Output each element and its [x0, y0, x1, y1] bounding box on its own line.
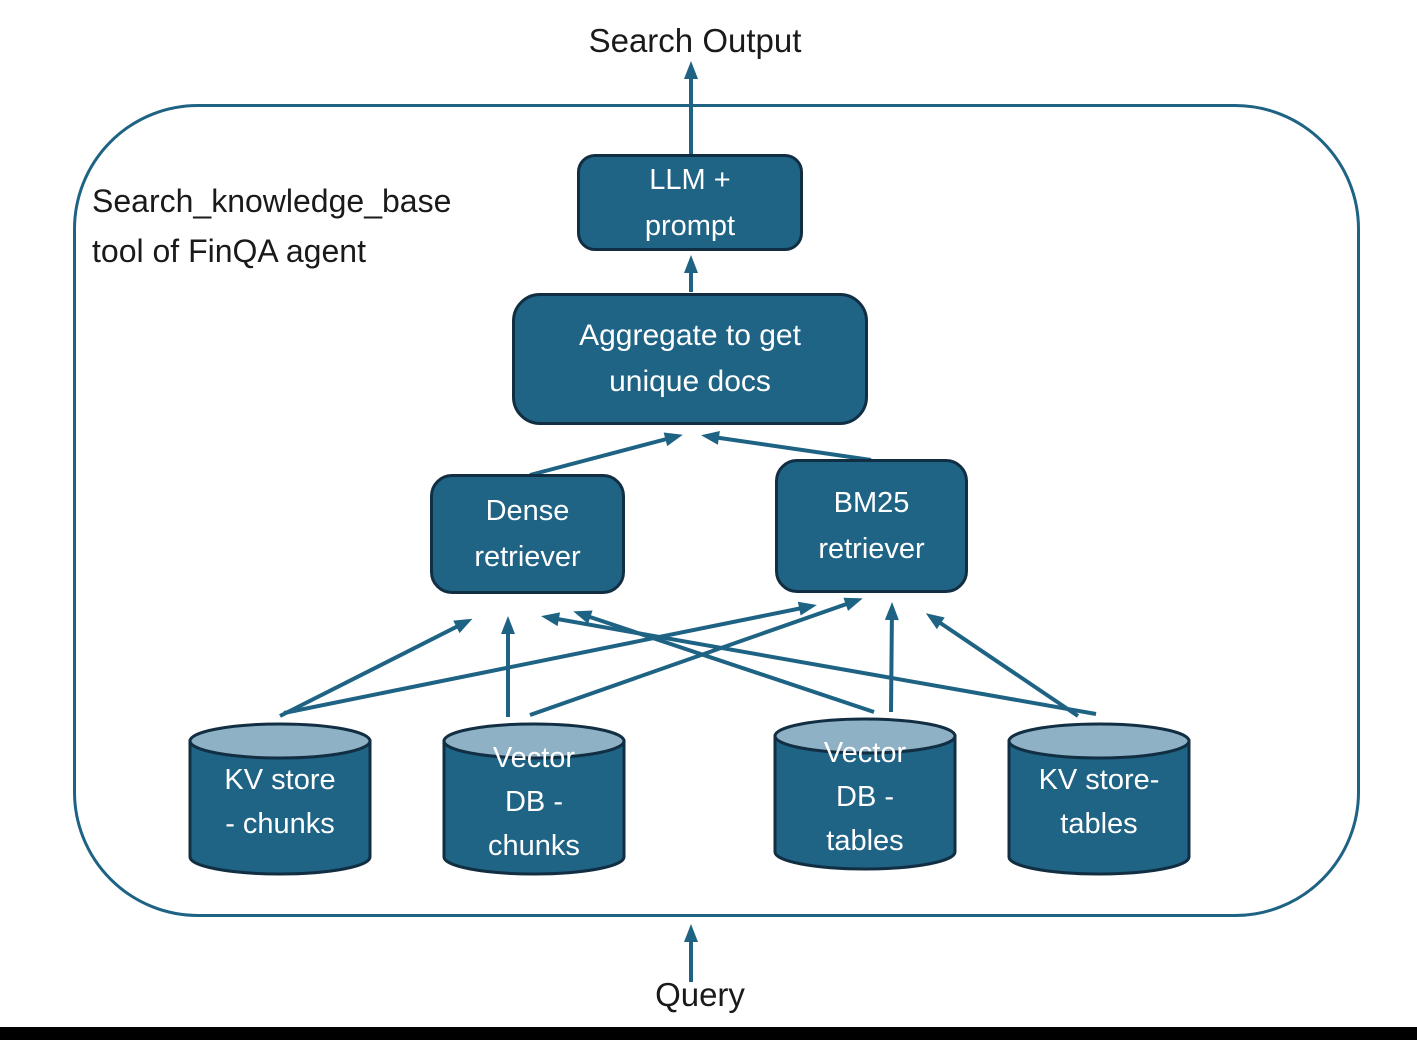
node-bm25-retriever: BM25 retriever	[775, 459, 968, 593]
datastore-label: Vector DB - tables	[823, 737, 907, 857]
database-cylinder-icon	[188, 722, 372, 876]
datastore-kv-store-chunks: KV store - chunks	[187, 721, 373, 877]
datastore-vector-db-tables: Vector DB - tables	[772, 716, 958, 872]
tool-boundary-box	[73, 104, 1360, 917]
datastore-label: KV store- tables	[1038, 764, 1160, 840]
database-cylinder-icon	[442, 722, 626, 876]
datastore-vector-db-chunks: Vector DB - chunks	[441, 721, 627, 877]
database-cylinder-icon	[773, 717, 957, 871]
node-aggregate-docs: Aggregate to get unique docs	[512, 293, 868, 425]
datastore-kv-store-tables: KV store- tables	[1006, 721, 1192, 877]
tool-boundary-label-line1: Search_knowledge_base	[92, 183, 452, 219]
query-label: Query	[655, 976, 745, 1013]
node-dense-retriever: Dense retriever	[430, 474, 625, 594]
search-output-label: Search Output	[588, 22, 802, 59]
tool-boundary-label: Search_knowledge_base tool of FinQA agen…	[92, 176, 451, 276]
database-cylinder-icon	[1007, 722, 1191, 876]
datastore-label: Vector DB - chunks	[488, 742, 580, 862]
datastore-label: KV store - chunks	[224, 764, 336, 840]
tool-boundary-label-line2: tool of FinQA agent	[92, 233, 366, 269]
node-llm-prompt: LLM + prompt	[577, 154, 803, 251]
bottom-bar	[0, 1027, 1417, 1040]
